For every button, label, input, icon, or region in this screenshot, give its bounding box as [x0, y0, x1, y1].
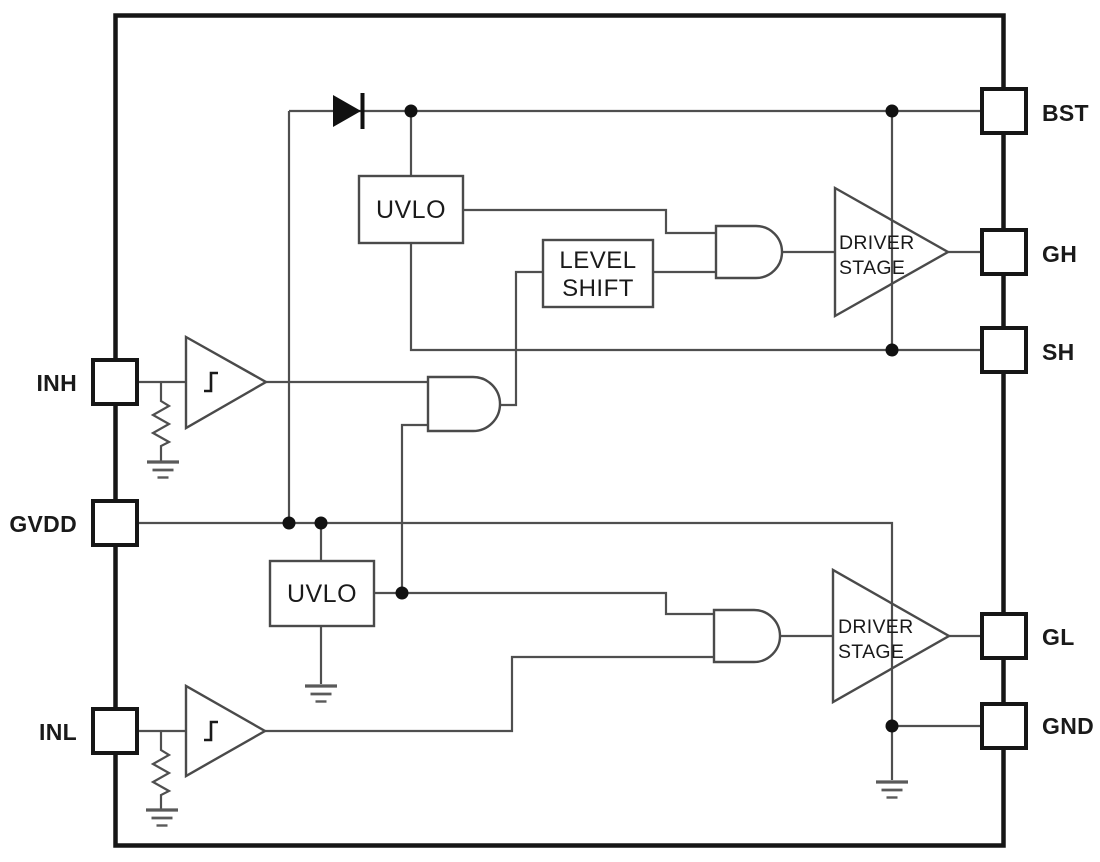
driver-stage-low: DRIVER STAGE — [831, 567, 952, 705]
and-gate-high-side — [714, 224, 784, 280]
pin-gh-label: GH — [1042, 241, 1077, 267]
wire-schmitt-low-out — [265, 655, 714, 733]
pin-bst — [980, 87, 1028, 135]
pin-inh-label: INH — [36, 370, 77, 396]
wire-gvdd-rail — [137, 521, 982, 728]
ground-icon — [147, 460, 179, 479]
level-shift-label-line2: SHIFT — [562, 275, 634, 302]
schmitt-buffer-inl — [184, 683, 268, 779]
pin-gvdd-label: GVDD — [9, 511, 77, 537]
and-gate-input-high — [426, 375, 502, 433]
hysteresis-icon — [204, 371, 218, 393]
junction-dot — [314, 516, 328, 530]
pin-inl-label: INL — [39, 719, 77, 745]
junction-dot — [885, 719, 899, 733]
junction-dot — [282, 516, 296, 530]
pin-sh-label: SH — [1042, 339, 1075, 365]
wire-uvlo-high-out — [463, 208, 716, 235]
ground-icon — [876, 780, 908, 799]
junction-dots — [282, 104, 899, 733]
pin-labels: INH GVDD INL BST GH SH GL GND — [9, 100, 1094, 745]
resistor-inh-pulldown — [150, 382, 172, 461]
wire-uvlo-low-out — [374, 591, 714, 616]
uvlo-low-box — [268, 559, 376, 628]
uvlo-low-label: UVLO — [287, 580, 357, 608]
driver-stage-high: DRIVER STAGE — [833, 185, 951, 319]
driver-high-triangle — [833, 185, 951, 319]
wire-and-mid-to-levelshift — [500, 270, 543, 407]
driver-high-label-line2: STAGE — [839, 257, 905, 279]
resistor-inl-pulldown — [150, 731, 172, 809]
junction-dot — [885, 343, 899, 357]
buffer-triangle — [184, 334, 269, 431]
driver-low-label-line1: DRIVER — [838, 616, 913, 638]
junction-dot — [404, 104, 418, 118]
ground-icon — [305, 684, 337, 703]
uvlo-high-label: UVLO — [376, 196, 446, 224]
driver-low-triangle — [831, 567, 952, 705]
pin-gh — [980, 228, 1028, 276]
pin-gl — [980, 612, 1028, 660]
and-gate-low-side — [712, 608, 782, 664]
pins — [91, 87, 1028, 755]
uvlo-low-block: UVLO — [268, 559, 376, 628]
pin-gnd — [980, 702, 1028, 750]
pin-gvdd — [91, 499, 139, 547]
wire-sh-rail — [409, 243, 983, 352]
pin-gnd-label: GND — [1042, 713, 1094, 739]
pin-inh — [91, 358, 139, 406]
diode-anode-triangle — [333, 95, 361, 127]
level-shift-box — [541, 238, 655, 309]
buffer-triangle — [184, 683, 268, 779]
level-shift-label-line1: LEVEL — [559, 247, 636, 274]
pin-sh — [980, 326, 1028, 374]
driver-low-label-line2: STAGE — [838, 641, 904, 663]
pin-bst-label: BST — [1042, 100, 1089, 126]
level-shift-block: LEVEL SHIFT — [541, 238, 655, 309]
wire-uvlo-low-to-and-mid — [400, 423, 428, 593]
driver-high-label-line1: DRIVER — [839, 232, 914, 254]
wires — [137, 109, 983, 780]
junction-dot — [395, 586, 409, 600]
pin-gl-label: GL — [1042, 624, 1075, 650]
junction-dot — [885, 104, 899, 118]
uvlo-high-box — [357, 174, 465, 245]
pin-inl — [91, 707, 139, 755]
uvlo-high-block: UVLO — [357, 174, 465, 245]
hysteresis-icon — [204, 720, 218, 742]
bootstrap-diode-icon — [333, 93, 365, 129]
ground-icon — [146, 808, 178, 827]
schmitt-buffer-inh — [184, 334, 269, 431]
ic-boundary — [113, 13, 1006, 848]
